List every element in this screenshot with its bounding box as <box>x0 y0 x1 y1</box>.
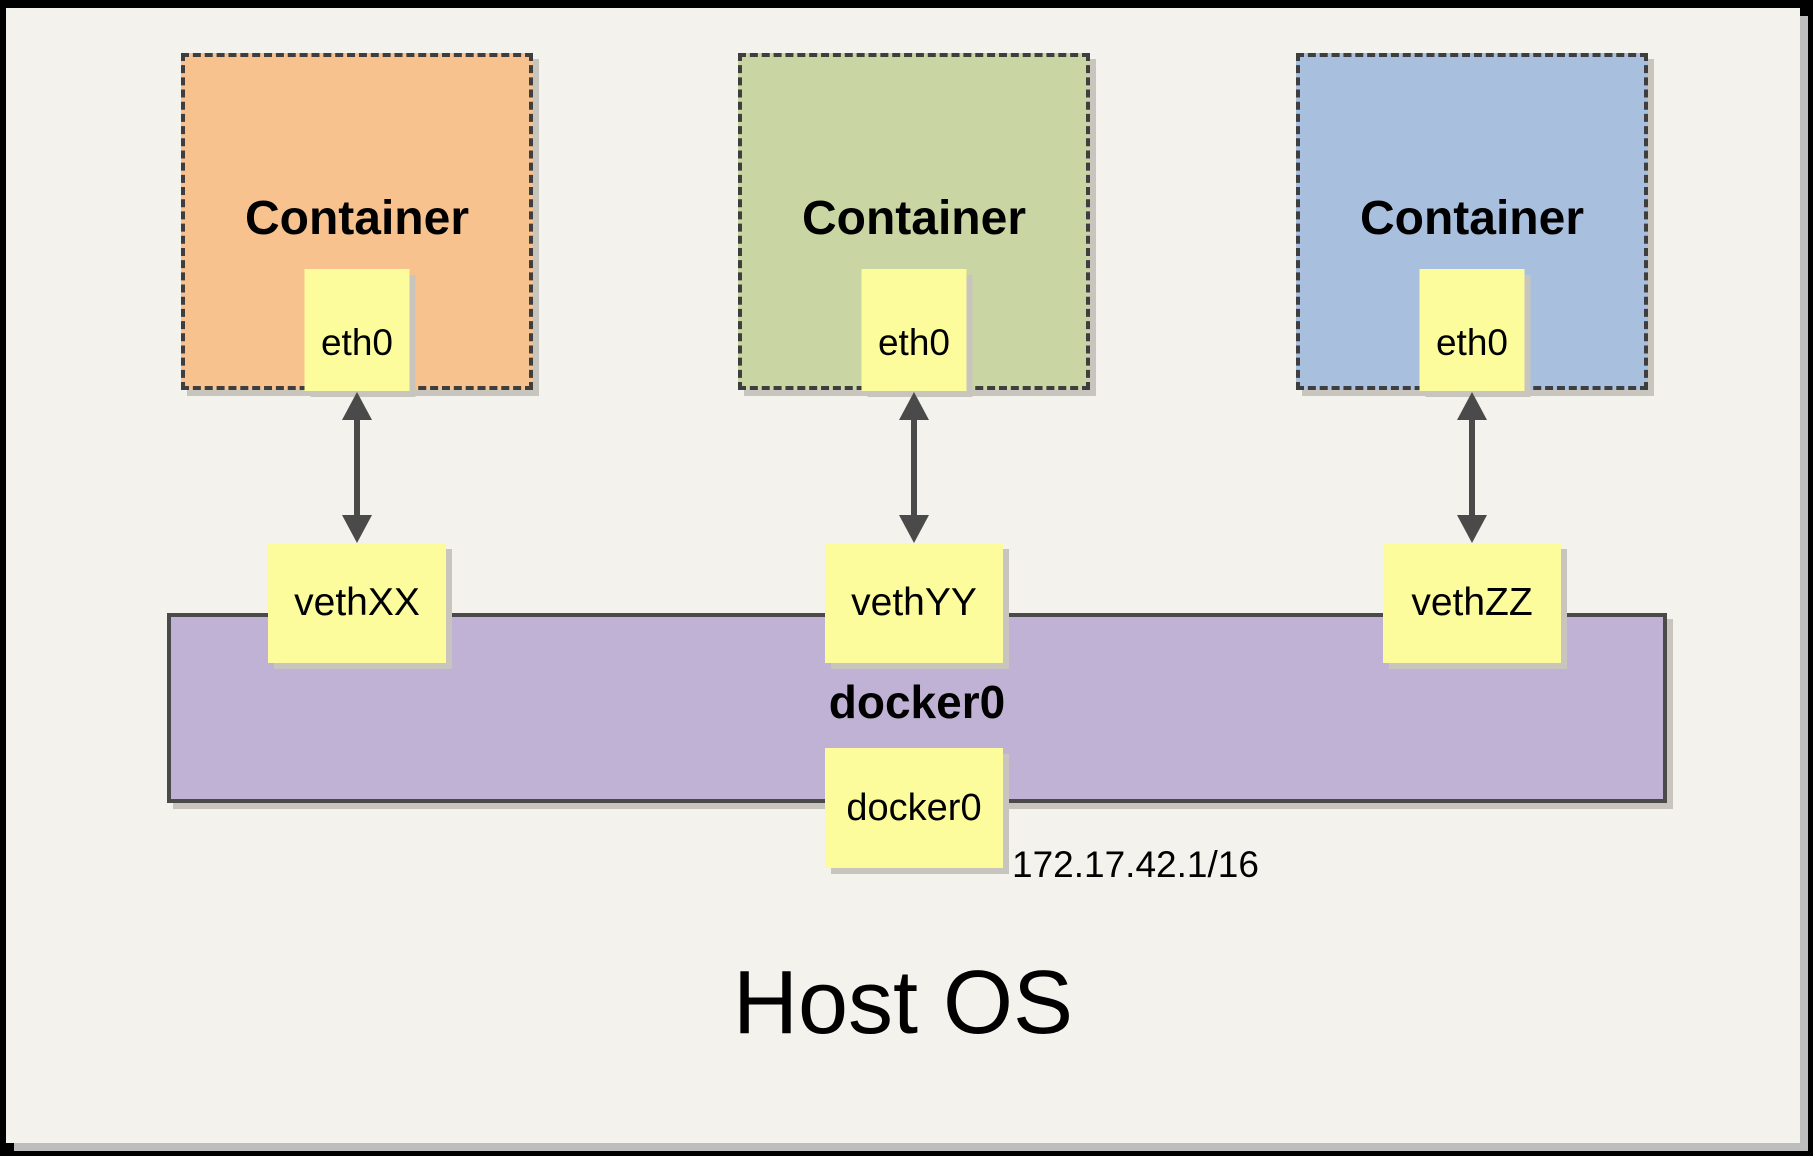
double-arrow-icon-1 <box>342 392 372 543</box>
double-arrow-icon-3 <box>1457 392 1487 543</box>
docker0-interface-box: docker0 <box>825 748 1003 868</box>
eth0-box-1: eth0 <box>304 269 410 391</box>
bridge-ip-label: 172.17.42.1/16 <box>1012 844 1259 885</box>
diagram-canvas: Container eth0 Container eth0 Container … <box>6 8 1800 1143</box>
eth0-box-3: eth0 <box>1419 269 1525 391</box>
double-arrow-icon-2 <box>899 392 929 543</box>
container-box-2: Container eth0 <box>738 53 1090 391</box>
container-box-1: Container eth0 <box>181 53 533 391</box>
container-title-2: Container <box>801 192 1026 245</box>
docker0-bridge-label: docker0 <box>828 676 1006 728</box>
container-box-3: Container eth0 <box>1296 53 1648 391</box>
host-os-label: Host OS <box>732 953 1074 1053</box>
vethzz-box: vethZZ <box>1383 543 1561 663</box>
vethxx-box: vethXX <box>268 543 446 663</box>
eth0-box-2: eth0 <box>861 269 967 391</box>
container-title-3: Container <box>1359 192 1584 245</box>
vethyy-box: vethYY <box>825 543 1003 663</box>
container-title-1: Container <box>244 192 469 245</box>
